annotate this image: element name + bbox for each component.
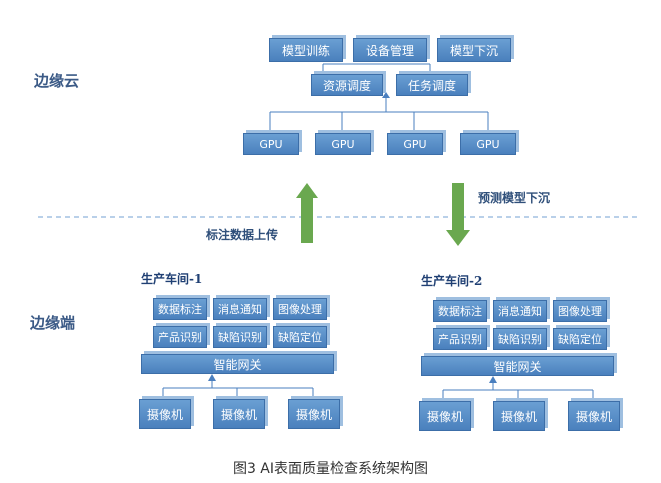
workshop-1-title: 生产车间-1 (141, 272, 203, 286)
defect-localization-box: 缺陷定位 (553, 328, 607, 350)
workshop-2-title: 生产车间-2 (421, 274, 483, 288)
camera-box: 摄像机 (493, 401, 545, 431)
gpu-box: GPU (315, 133, 371, 155)
model-deploy-box: 模型下沉 (437, 38, 511, 62)
data-annotation-box: 数据标注 (153, 298, 207, 320)
product-recognition-box: 产品识别 (153, 326, 207, 348)
camera-box: 摄像机 (288, 399, 340, 429)
defect-localization-box: 缺陷定位 (273, 326, 327, 348)
product-recognition-box: 产品识别 (433, 328, 487, 350)
defect-recognition-box: 缺陷识别 (213, 326, 267, 348)
defect-recognition-box: 缺陷识别 (493, 328, 547, 350)
download-arrow (446, 183, 470, 246)
data-annotation-box: 数据标注 (433, 300, 487, 322)
connector-arrowhead (208, 374, 216, 381)
message-notification-box: 消息通知 (213, 298, 267, 320)
message-notification-box: 消息通知 (493, 300, 547, 322)
upload-label: 标注数据上传 (206, 228, 279, 242)
resource-scheduling-box: 资源调度 (311, 74, 383, 96)
edge-label: 边缘端 (30, 314, 76, 332)
download-label: 预测模型下沉 (478, 191, 551, 205)
device-management-box: 设备管理 (353, 38, 427, 62)
figure-caption: 图3 AI表面质量检查系统架构图 (232, 461, 429, 477)
camera-box: 摄像机 (213, 399, 265, 429)
model-training-box: 模型训练 (269, 38, 343, 62)
connector-arrowhead (382, 92, 390, 98)
task-scheduling-box: 任务调度 (396, 74, 468, 96)
image-processing-box: 图像处理 (273, 298, 327, 320)
gpu-box: GPU (387, 133, 443, 155)
gpu-box: GPU (460, 133, 516, 155)
camera-box: 摄像机 (139, 399, 191, 429)
smart-gateway-box: 智能网关 (141, 354, 334, 374)
image-processing-box: 图像处理 (553, 300, 607, 322)
camera-box: 摄像机 (419, 401, 471, 431)
gpu-box: GPU (243, 133, 299, 155)
camera-box: 摄像机 (568, 401, 620, 431)
upload-arrow (296, 183, 318, 243)
cloud-label: 边缘云 (34, 72, 80, 90)
smart-gateway-box: 智能网关 (421, 356, 614, 376)
connector-arrowhead (489, 376, 497, 383)
